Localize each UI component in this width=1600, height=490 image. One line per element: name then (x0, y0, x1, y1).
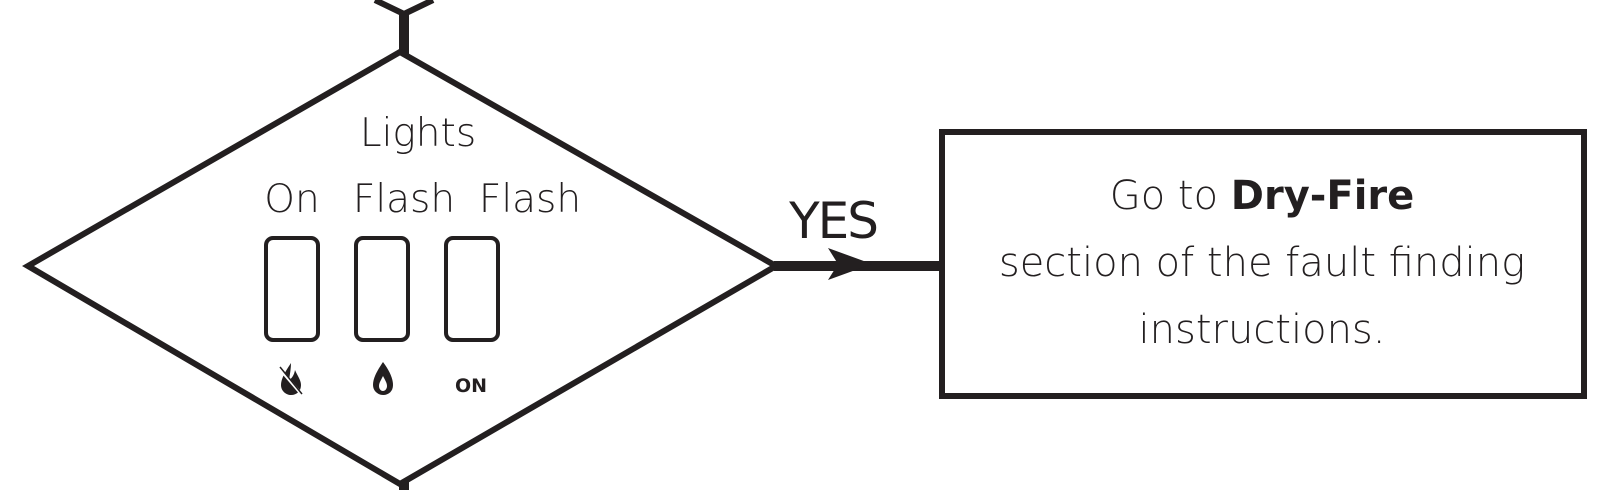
yes-label: YES (788, 192, 877, 250)
incoming-connector (373, 0, 435, 56)
action-line-1-prefix: Go to (1110, 173, 1231, 219)
flame-off-icon (277, 363, 305, 397)
decision-title: Lights (360, 111, 476, 156)
action-box (939, 129, 1587, 399)
indicator-light-1 (264, 236, 320, 342)
indicator-light-2 (354, 236, 410, 342)
flame-icon (373, 362, 393, 395)
on-indicator-text: ON (455, 375, 487, 397)
dry-fire-link-text: Dry-Fire (1231, 173, 1415, 219)
column-label-flash-1: Flash (353, 177, 455, 222)
yes-arrow (774, 248, 944, 280)
action-line-1: Go to Dry-Fire (1110, 173, 1415, 219)
indicator-light-3 (444, 236, 500, 342)
column-label-flash-2: Flash (479, 177, 581, 222)
column-label-on: On (264, 177, 319, 222)
action-line-2: section of the fault finding (999, 240, 1525, 286)
action-line-3: instructions. (1139, 307, 1386, 353)
